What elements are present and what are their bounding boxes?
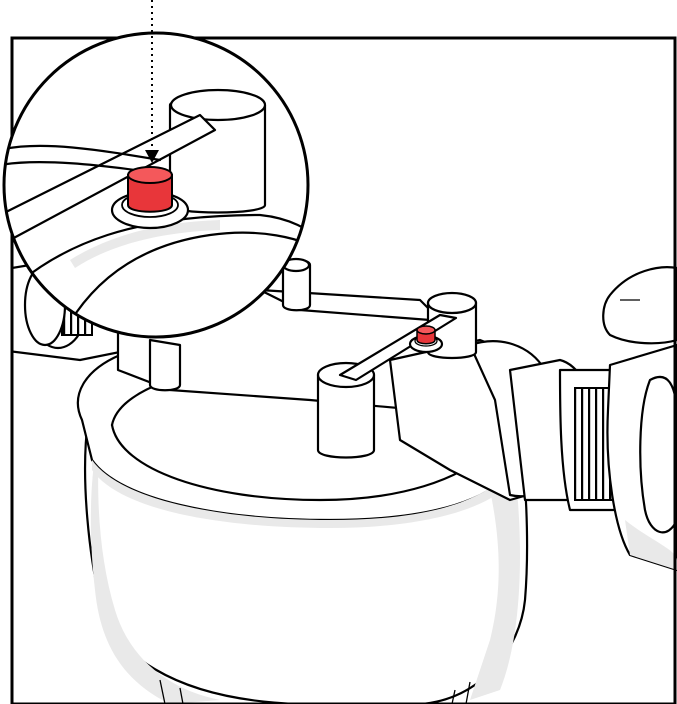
pointer-arrow-icon <box>145 0 159 163</box>
scene-frame <box>10 36 677 704</box>
magnifier-callout-icon <box>2 31 310 339</box>
red-valve-cap-icon <box>408 325 444 354</box>
right-outlet-fitting <box>388 266 677 572</box>
